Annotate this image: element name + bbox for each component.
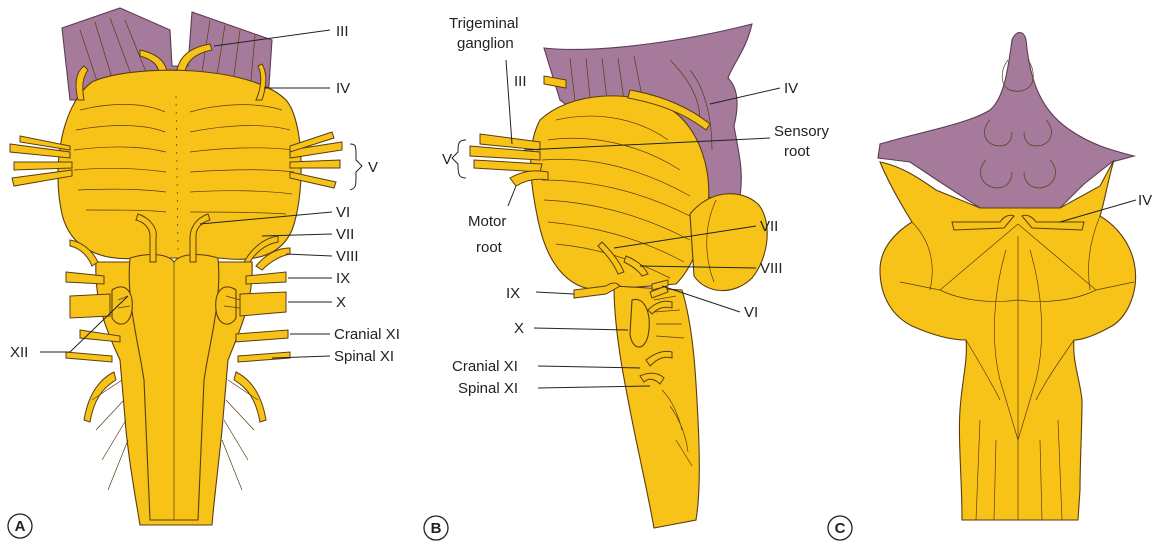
panel-a-nerve-cranial-xi-right — [236, 330, 288, 342]
panel-c-id: C — [835, 520, 846, 537]
panel-a-olive-right — [216, 287, 236, 324]
panel-a-id-badge: A — [8, 514, 32, 538]
panel-b-nerve-v — [470, 134, 548, 186]
label-a-ix: IX — [336, 270, 350, 287]
label-b-v: V — [442, 151, 452, 168]
panel-a-pons — [58, 70, 301, 259]
label-b-x: X — [514, 320, 524, 337]
label-b-viii: VIII — [760, 260, 783, 277]
label-b-iii: III — [514, 73, 527, 90]
label-b-iv: IV — [784, 80, 798, 97]
label-b-trigeminal-2: ganglion — [457, 35, 514, 52]
panel-c-id-badge: C — [828, 516, 852, 540]
label-a-vi: VI — [336, 204, 350, 221]
panel-a-ventral-view: III IV V VI VII VIII IX X Cranial XI Spi… — [8, 8, 400, 538]
panel-a-nerve-x-right — [240, 292, 286, 316]
panel-b-id: B — [431, 520, 442, 537]
panel-c-rhomboid — [880, 160, 1136, 520]
label-b-sensory-2: root — [784, 143, 811, 160]
panel-a-olive-left — [112, 287, 132, 324]
label-b-cranial-xi: Cranial XI — [452, 358, 518, 375]
label-a-cranial-xi: Cranial XI — [334, 326, 400, 343]
panel-b-medulla — [614, 286, 699, 528]
label-b-sensory-1: Sensory — [774, 123, 830, 140]
label-a-v: V — [368, 159, 378, 176]
panel-b-id-badge: B — [424, 516, 448, 540]
label-a-xii: XII — [10, 344, 28, 361]
label-b-spinal-xi: Spinal XI — [458, 380, 518, 397]
label-b-vii: VII — [760, 218, 778, 235]
panel-b-lateral-view: Trigeminal ganglion III IV V Sensory roo… — [424, 15, 830, 540]
label-b-motor-1: Motor — [468, 213, 506, 230]
panel-a-id: A — [15, 518, 26, 535]
label-b-motor-2: root — [476, 239, 503, 256]
label-b-ix: IX — [506, 285, 520, 302]
label-b-trigeminal-1: Trigeminal — [449, 15, 518, 32]
label-b-vi: VI — [744, 304, 758, 321]
panel-b-peduncle — [690, 194, 767, 291]
label-a-iii: III — [336, 23, 349, 40]
label-a-vii: VII — [336, 226, 354, 243]
label-a-iv: IV — [336, 80, 350, 97]
panel-a-nerve-x-left — [70, 294, 110, 318]
label-a-spinal-xi: Spinal XI — [334, 348, 394, 365]
panel-c-dorsal-view: IV C — [828, 33, 1152, 541]
label-c-iv: IV — [1138, 192, 1152, 209]
label-a-x: X — [336, 294, 346, 311]
label-a-viii: VIII — [336, 248, 359, 265]
